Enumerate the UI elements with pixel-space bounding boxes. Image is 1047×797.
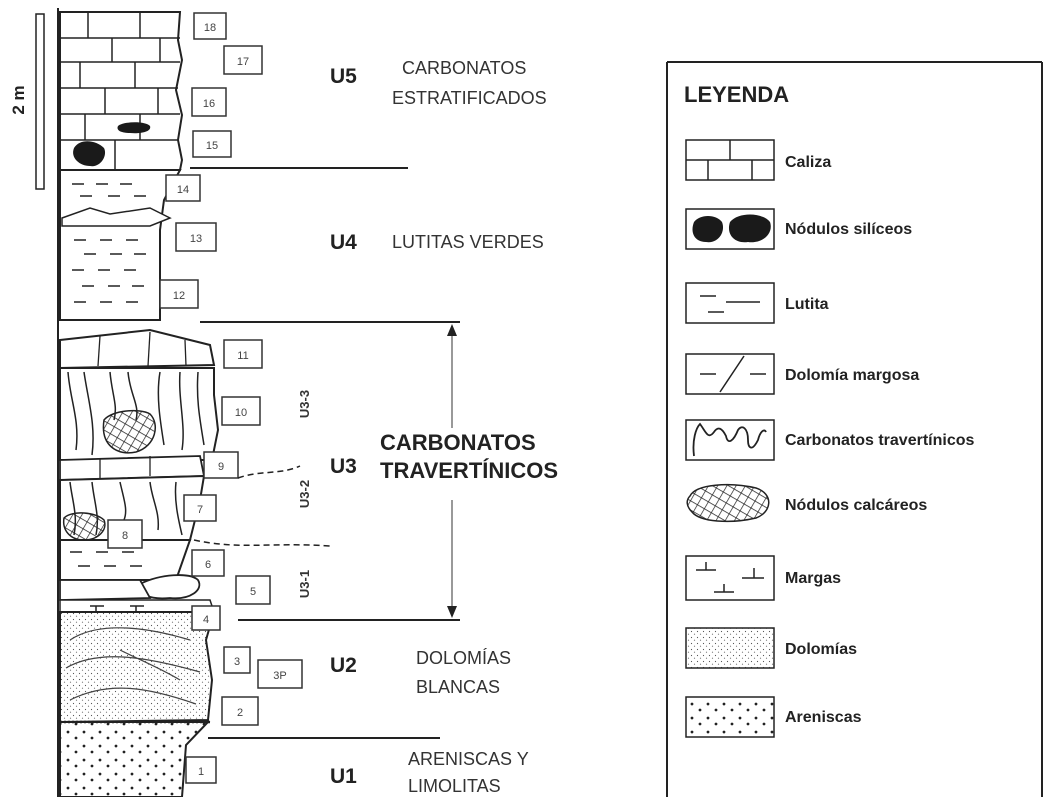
svg-text:14: 14 xyxy=(177,184,189,196)
svg-text:13: 13 xyxy=(190,233,202,245)
scale-bar: 2 m xyxy=(9,13,45,190)
legend-label: Margas xyxy=(785,570,841,587)
sample-box: 14 xyxy=(165,174,201,202)
legend-item-nodulos-siliceos: Nódulos silíceos xyxy=(685,208,912,250)
svg-text:5: 5 xyxy=(250,586,256,598)
legend-item-nodulos-calcareos: Nódulos calcáreos xyxy=(686,483,927,523)
legend-item-travertinicos: Carbonatos travertínicos xyxy=(685,419,974,461)
unit-name-u1-line1: ARENISCAS Y xyxy=(408,749,529,769)
sample-box: 12 xyxy=(159,279,199,309)
sample-box: 11 xyxy=(223,339,263,369)
legend-label: Nódulos calcáreos xyxy=(785,497,927,514)
u3-thickness-arrow xyxy=(447,324,457,618)
unit-name-u2-line1: DOLOMÍAS xyxy=(416,648,511,668)
boundary-u3-2-u3-3 xyxy=(237,465,301,479)
unit-code-u1: U1 xyxy=(330,765,357,788)
sample-box: 18 xyxy=(193,12,227,40)
sample-box: 15 xyxy=(192,130,232,158)
unit-name-u5-line2: ESTRATIFICADOS xyxy=(392,88,547,108)
svg-text:7: 7 xyxy=(197,504,203,516)
sample-box: 3 xyxy=(223,646,251,674)
unit-name-u2-line2: BLANCAS xyxy=(416,677,500,697)
lithology-u1-areniscas xyxy=(59,720,211,797)
unit-name-u4: LUTITAS VERDES xyxy=(392,232,544,252)
sample-box: 8 xyxy=(107,519,143,549)
legend-item-margas: Margas xyxy=(685,555,841,601)
boundary-u3-1-u3-2 xyxy=(193,539,331,547)
sample-box: 3P xyxy=(257,659,303,689)
svg-text:8: 8 xyxy=(122,530,128,542)
legend-label: Nódulos silíceos xyxy=(785,221,912,238)
subunit-u3-3: U3-3 xyxy=(297,390,312,418)
scale-label: 2 m xyxy=(9,85,28,114)
unit-code-u2: U2 xyxy=(330,654,357,677)
legend-label: Caliza xyxy=(785,154,831,171)
scale-bar-rect xyxy=(35,13,45,190)
svg-text:4: 4 xyxy=(203,614,209,626)
dolomia-margosa-swatch-icon xyxy=(685,353,775,395)
sample-box: 1 xyxy=(185,756,217,784)
svg-text:1: 1 xyxy=(198,766,204,778)
svg-text:3P: 3P xyxy=(273,670,286,682)
travertinicos-swatch-icon xyxy=(685,419,775,461)
legend-item-dolomias: Dolomías xyxy=(685,627,857,669)
sample-box: 2 xyxy=(221,696,259,726)
lithology-u5-caliza xyxy=(59,11,184,171)
margas-swatch-icon xyxy=(685,555,775,601)
unit-code-u5: U5 xyxy=(330,65,357,88)
unit-code-u3: U3 xyxy=(330,455,357,478)
svg-text:2: 2 xyxy=(237,707,243,719)
sample-box: 17 xyxy=(223,45,263,75)
svg-text:3: 3 xyxy=(234,656,240,668)
sample-box: 7 xyxy=(183,494,217,522)
dolomias-swatch-icon xyxy=(685,627,775,669)
lithology-u3-travertinicos xyxy=(59,328,220,613)
svg-text:15: 15 xyxy=(206,140,218,152)
subunit-u3-2: U3-2 xyxy=(297,480,312,508)
legend-label: Dolomías xyxy=(785,641,857,658)
legend-item-caliza: Caliza xyxy=(685,139,831,181)
sample-box: 5 xyxy=(235,575,271,605)
sample-box: 13 xyxy=(175,222,217,252)
unit-name-u5-line1: CARBONATOS xyxy=(402,58,526,78)
unit-code-u4: U4 xyxy=(330,231,357,254)
caliza-swatch-icon xyxy=(685,139,775,181)
areniscas-swatch-icon xyxy=(685,696,775,738)
sample-box: 10 xyxy=(221,396,261,426)
unit-name-u3-line2: TRAVERTÍNICOS xyxy=(380,458,558,483)
legend-label: Carbonatos travertínicos xyxy=(785,432,974,449)
legend-title: LEYENDA xyxy=(684,82,789,107)
legend-item-dolomia-margosa: Dolomía margosa xyxy=(685,353,919,395)
nodulos-siliceos-swatch-icon xyxy=(685,208,775,250)
svg-text:10: 10 xyxy=(235,407,247,419)
svg-text:12: 12 xyxy=(173,290,185,302)
svg-text:18: 18 xyxy=(204,22,216,34)
svg-text:6: 6 xyxy=(205,559,211,571)
lithology-u4-lutita xyxy=(59,169,182,321)
legend-label: Lutita xyxy=(785,296,829,313)
svg-text:17: 17 xyxy=(237,56,249,68)
sample-box: 16 xyxy=(191,87,227,117)
unit-name-u3-line1: CARBONATOS xyxy=(380,430,536,455)
sample-box: 6 xyxy=(191,549,225,577)
nodulos-calcareos-swatch-icon xyxy=(686,483,770,523)
lutita-swatch-icon xyxy=(685,282,775,324)
legend-label: Areniscas xyxy=(785,709,862,726)
svg-text:11: 11 xyxy=(237,350,248,362)
lithology-u2-dolomias xyxy=(59,611,216,724)
svg-text:9: 9 xyxy=(218,461,224,473)
legend: LEYENDA Caliza Nódulos silíceos xyxy=(666,61,1043,797)
legend-item-lutita: Lutita xyxy=(685,282,829,324)
legend-label: Dolomía margosa xyxy=(785,367,919,384)
subunit-u3-1: U3-1 xyxy=(297,570,312,598)
unit-name-u1-line2: LIMOLITAS xyxy=(408,776,501,796)
sample-box: 4 xyxy=(191,605,221,631)
svg-text:16: 16 xyxy=(203,98,215,110)
sample-box: 9 xyxy=(203,451,239,479)
legend-item-areniscas: Areniscas xyxy=(685,696,862,738)
